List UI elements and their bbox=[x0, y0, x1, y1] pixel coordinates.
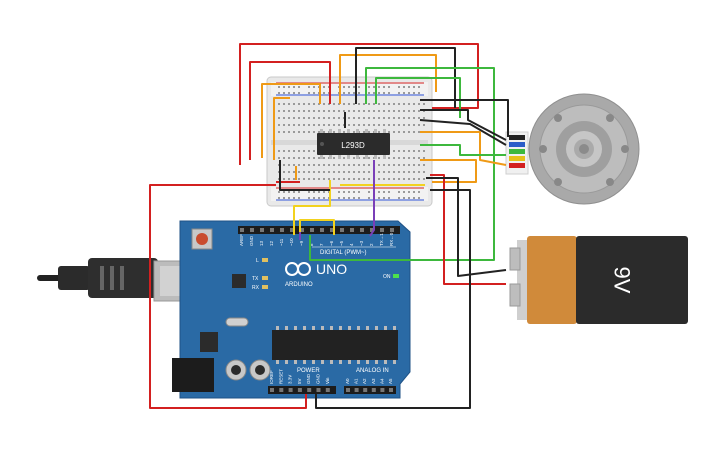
battery-label: 9V bbox=[610, 267, 635, 294]
wire-black[interactable] bbox=[426, 177, 507, 277]
digital-pin-label: ~3 bbox=[359, 240, 364, 246]
digital-pin-label: AREF bbox=[239, 234, 244, 246]
digital-pin-label: ~11 bbox=[279, 238, 284, 246]
digital-pin-labels: AREF GND 13 12 ~11 ~10 ~9 8 7 ~6 ~5 4 ~3 2 TX→1 RX←0 bbox=[239, 232, 394, 246]
analog-pin-label: A2 bbox=[362, 378, 367, 384]
uno-logo-text: UNO bbox=[316, 261, 347, 277]
power-pin-label: Vin bbox=[325, 377, 330, 384]
wire-orange[interactable] bbox=[261, 83, 321, 158]
digital-pin-label: RX←0 bbox=[389, 232, 394, 246]
analog-header bbox=[344, 386, 396, 394]
arduino-brand: ARDUINO bbox=[285, 282, 313, 288]
analog-pin-label: A4 bbox=[379, 378, 384, 384]
wire-orange[interactable] bbox=[339, 54, 437, 104]
wire-black[interactable] bbox=[279, 160, 330, 191]
digital-pin-label: ~9 bbox=[299, 240, 304, 246]
digital-pin-label: 4 bbox=[349, 243, 354, 246]
wire-black[interactable] bbox=[420, 99, 509, 137]
led-rx-label: RX bbox=[252, 285, 260, 291]
led-l-label: L bbox=[256, 258, 259, 264]
power-pin-label: 5V bbox=[297, 378, 302, 384]
arduino-logo: UNO ARDUINO bbox=[285, 261, 347, 288]
on-label: ON bbox=[383, 274, 391, 280]
wire-black[interactable] bbox=[315, 189, 471, 409]
wire-orange[interactable] bbox=[420, 159, 477, 183]
wire-black[interactable] bbox=[420, 109, 507, 141]
wire-green[interactable] bbox=[375, 77, 461, 118]
chip-label: L293D bbox=[341, 141, 365, 150]
arduino-uno-board[interactable]: L TX RX ON UNO ARDUINO AREF GND 13 12 ~11 ~10… bbox=[172, 220, 411, 399]
digital-pin-label: ~5 bbox=[339, 240, 344, 246]
power-pin-label: GND bbox=[306, 373, 311, 384]
wires bbox=[149, 43, 509, 409]
digital-pin-label: GND bbox=[249, 235, 254, 246]
wire-red[interactable] bbox=[249, 61, 331, 160]
digital-pin-label: 7 bbox=[319, 243, 324, 246]
analog-pin-label: A3 bbox=[371, 378, 376, 384]
atmega-pins bbox=[276, 326, 396, 364]
digital-pin-label: 8 bbox=[309, 243, 314, 246]
power-header bbox=[268, 386, 336, 394]
dc-motor[interactable] bbox=[505, 93, 640, 205]
analog-pin-label: A5 bbox=[388, 378, 393, 384]
wire-purple[interactable] bbox=[369, 160, 375, 237]
wire-green[interactable] bbox=[309, 67, 495, 261]
digital-header bbox=[238, 226, 400, 234]
led-tx-label: TX bbox=[252, 276, 259, 282]
wire-green[interactable] bbox=[420, 144, 506, 156]
wire-red[interactable] bbox=[239, 43, 479, 165]
power-pin-label: GND bbox=[316, 373, 321, 384]
digital-pin-label: ~10 bbox=[289, 238, 294, 246]
wire-black[interactable] bbox=[419, 119, 507, 146]
wire-red[interactable] bbox=[149, 184, 307, 409]
digital-pin-label: 2 bbox=[369, 243, 374, 246]
breadboard-holes bbox=[278, 86, 425, 199]
digital-label: DIGITAL (PWM~) bbox=[320, 250, 367, 256]
wire-yellow[interactable] bbox=[299, 219, 335, 235]
wire-orange[interactable] bbox=[420, 131, 507, 166]
l293d-chip[interactable]: L293D bbox=[317, 129, 390, 159]
wire-yellow[interactable] bbox=[293, 180, 331, 235]
analog-label: ANALOG IN bbox=[356, 368, 389, 374]
usb-cable[interactable] bbox=[37, 258, 205, 302]
digital-pin-label: ~6 bbox=[329, 240, 334, 246]
battery-9v[interactable]: 9V bbox=[509, 236, 688, 324]
power-pin-label: IOREF bbox=[269, 370, 274, 384]
digital-pin-label: 13 bbox=[259, 240, 264, 246]
wire-red[interactable] bbox=[430, 174, 506, 285]
power-pin-labels: IOREF RESET 3.3V 5V GND GND Vin bbox=[269, 369, 330, 384]
wire-orange[interactable] bbox=[273, 97, 290, 160]
digital-pin-label: TX→1 bbox=[379, 233, 384, 246]
digital-pin-label: 12 bbox=[269, 240, 274, 246]
analog-pin-label: A1 bbox=[354, 378, 359, 384]
power-label: POWER bbox=[297, 368, 320, 374]
analog-pin-label: A0 bbox=[345, 378, 350, 384]
power-pin-label: 3.3V bbox=[288, 375, 293, 384]
chip-pins bbox=[320, 129, 386, 159]
atmega-chip bbox=[272, 330, 398, 360]
power-pin-label: RESET bbox=[278, 369, 283, 384]
